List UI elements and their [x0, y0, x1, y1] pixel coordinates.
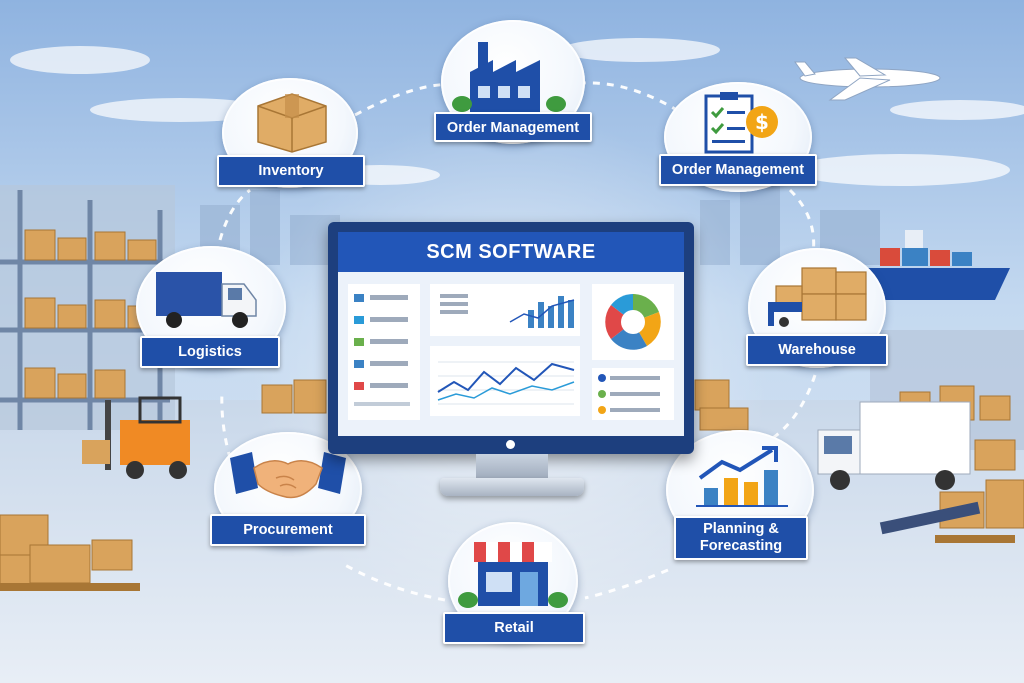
node-label: Logistics: [140, 336, 280, 368]
dashboard-widgets: [348, 284, 674, 420]
growth-chart-icon: [696, 446, 788, 507]
truck-icon: [156, 272, 257, 328]
box-icon: [257, 93, 327, 153]
checklist-dollar-icon: $: [704, 92, 778, 154]
node-label: Planning & Forecasting: [674, 516, 808, 560]
monitor-stand-base: [440, 478, 584, 496]
node-label: Retail: [443, 612, 585, 644]
svg-text:$: $: [755, 110, 769, 134]
node-label: Inventory: [217, 155, 365, 187]
node-label: Order Management: [659, 154, 817, 186]
monitor-stand-neck: [476, 454, 548, 480]
factory-icon: [452, 42, 566, 112]
dashboard-screen: SCM SOFTWARE: [338, 232, 684, 436]
node-label: Warehouse: [746, 334, 888, 366]
power-indicator: [506, 440, 515, 449]
scm-monitor: SCM SOFTWARE: [328, 222, 694, 454]
handshake-icon: [230, 452, 346, 499]
node-label: Order Management: [434, 112, 592, 142]
screen-title: SCM SOFTWARE: [338, 232, 684, 272]
storefront-icon: [458, 542, 568, 608]
pallet-boxes-icon: [768, 267, 867, 327]
node-label: Procurement: [210, 514, 366, 546]
